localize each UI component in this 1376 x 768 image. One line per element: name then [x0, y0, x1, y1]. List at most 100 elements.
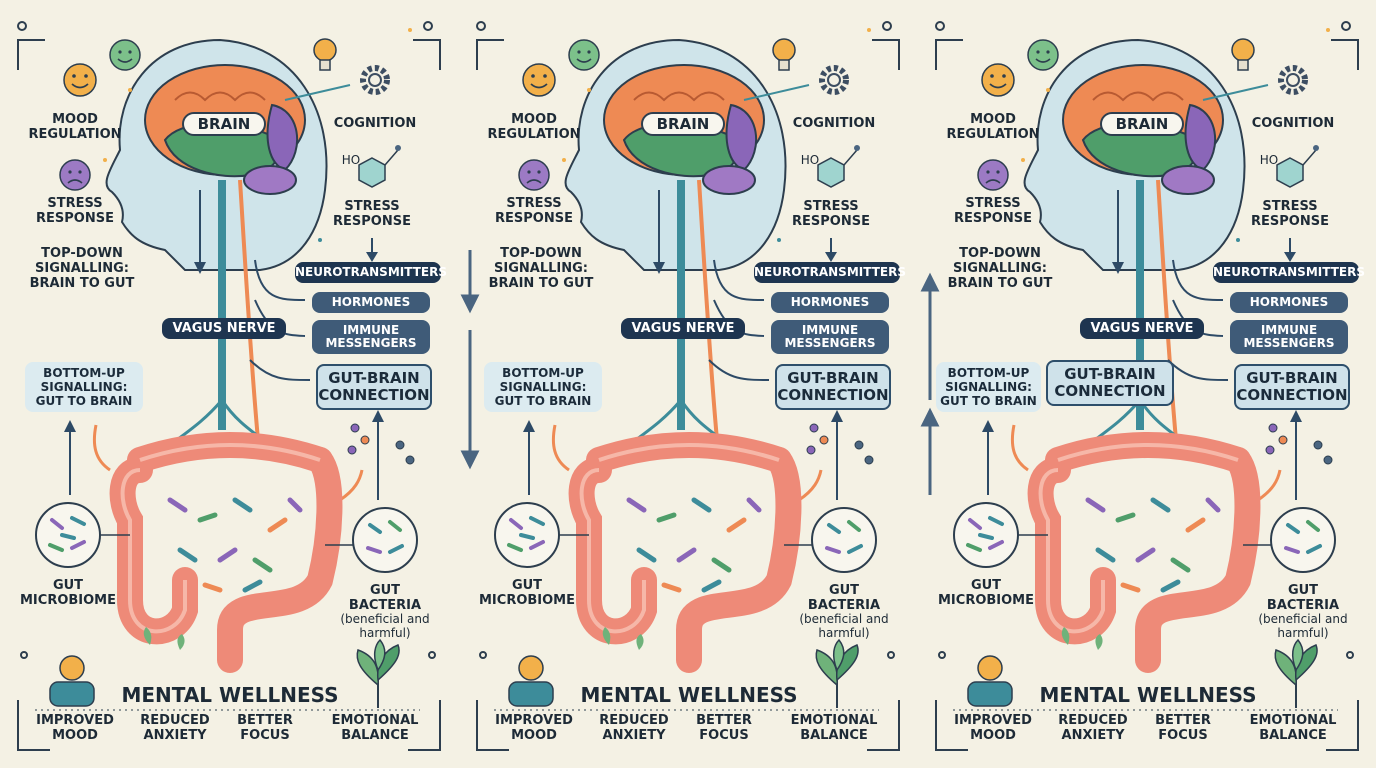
- gut-brain-connection-box: GUT-BRAIN CONNECTION: [775, 364, 891, 410]
- happy-face-icon: [522, 63, 556, 97]
- lightbulb-icon: [1231, 38, 1255, 71]
- top-down-label: TOP-DOWN SIGNALLING: BRAIN TO GUT: [488, 246, 594, 291]
- vagus-nerve-box: VAGUS NERVE: [621, 318, 745, 339]
- mood-regulation-label: MOOD REGULATION: [487, 112, 581, 142]
- stress-response-left-label: STRESS RESPONSE: [954, 196, 1032, 226]
- gut-microbiome-label: GUT MICROBIOME: [938, 578, 1034, 608]
- hormones-box: HORMONES: [312, 292, 430, 313]
- immune-messengers-box: IMMUNE MESSENGERS: [771, 320, 889, 354]
- intestine-illustration: [109, 432, 343, 673]
- better-focus-label: BETTER FOCUS: [237, 713, 293, 743]
- chat-smile-icon: [109, 39, 141, 71]
- lightbulb-icon: [772, 38, 796, 71]
- brain-label: BRAIN: [182, 112, 266, 136]
- reduced-anxiety-label: REDUCED ANXIETY: [1058, 713, 1128, 743]
- bottom-up-box: BOTTOM-UP SIGNALLING: GUT TO BRAIN: [25, 362, 143, 412]
- mental-wellness-title: MENTAL WELLNESS: [121, 683, 339, 707]
- mood-regulation-label: MOOD REGULATION: [946, 112, 1040, 142]
- molecule-icon: [358, 145, 401, 188]
- gut-bacteria-label: GUT BACTERIA: [1266, 583, 1340, 613]
- plant-icon: [815, 638, 859, 708]
- chat-smile-icon: [1027, 39, 1059, 71]
- cognition-label: COGNITION: [792, 116, 876, 131]
- stress-response-left-label: STRESS RESPONSE: [495, 196, 573, 226]
- brain-label: BRAIN: [1100, 112, 1184, 136]
- neurotransmitters-box: NEUROTRANSMITTERS: [754, 262, 906, 283]
- brain-label: BRAIN: [641, 112, 725, 136]
- cognition-label: COGNITION: [1251, 116, 1335, 131]
- panel-illustration: [935, 21, 1359, 751]
- intestine-illustration: [568, 432, 802, 673]
- immune-messengers-box: IMMUNE MESSENGERS: [312, 320, 430, 354]
- neurotransmitters-box: NEUROTRANSMITTERS: [295, 262, 447, 283]
- reduced-anxiety-label: REDUCED ANXIETY: [140, 713, 210, 743]
- reduced-anxiety-label: REDUCED ANXIETY: [599, 713, 669, 743]
- molecule-icon: [1276, 145, 1319, 188]
- top-down-label: TOP-DOWN SIGNALLING: BRAIN TO GUT: [29, 246, 135, 291]
- mood-regulation-label: MOOD REGULATION: [28, 112, 122, 142]
- emotional-balance-label: EMOTIONAL BALANCE: [790, 713, 878, 743]
- bottom-up-box: BOTTOM-UP SIGNALLING: GUT TO BRAIN: [484, 362, 602, 412]
- stress-response-left-label: STRESS RESPONSE: [36, 196, 114, 226]
- gut-bacteria-note: (beneficial and harmful): [340, 612, 430, 640]
- gut-brain-connection-box: GUT-BRAIN CONNECTION: [316, 364, 432, 410]
- stress-response-right-label: STRESS RESPONSE: [1251, 199, 1329, 229]
- plant-icon: [356, 638, 400, 708]
- stressed-face-icon: [977, 159, 1009, 191]
- person-icon: [508, 655, 554, 707]
- stress-response-right-label: STRESS RESPONSE: [792, 199, 870, 229]
- frame-corner: [476, 39, 504, 70]
- person-icon: [967, 655, 1013, 707]
- molecule-cluster-icon: [806, 423, 874, 465]
- top-down-label: TOP-DOWN SIGNALLING: BRAIN TO GUT: [947, 246, 1053, 291]
- sparkle-icon: [1021, 28, 1330, 242]
- better-focus-label: BETTER FOCUS: [1155, 713, 1211, 743]
- gut-microbiome-label: GUT MICROBIOME: [479, 578, 575, 608]
- vagus-nerve-box: VAGUS NERVE: [1080, 318, 1204, 339]
- gut-bacteria-circle: [352, 507, 418, 573]
- sprout-icon: [143, 627, 185, 650]
- emotional-balance-label: EMOTIONAL BALANCE: [331, 713, 419, 743]
- gut-bacteria-note: (beneficial and harmful): [1258, 612, 1348, 640]
- cognition-label: COGNITION: [333, 116, 417, 131]
- frame-corner: [935, 39, 963, 70]
- mental-wellness-title: MENTAL WELLNESS: [1039, 683, 1257, 707]
- gut-brain-panel-3: BRAIN COGNITION MOOD REGULATION HO STRES…: [918, 0, 1376, 768]
- vagus-nerve-box: VAGUS NERVE: [162, 318, 286, 339]
- improved-mood-label: IMPROVED MOOD: [36, 713, 114, 743]
- emotional-balance-label: EMOTIONAL BALANCE: [1249, 713, 1337, 743]
- panel-illustration: [17, 21, 441, 751]
- molecule-cluster-icon: [1265, 423, 1333, 465]
- molecule-label: HO: [1259, 153, 1279, 167]
- gut-bacteria-note: (beneficial and harmful): [799, 612, 889, 640]
- gut-bacteria-circle: [1270, 507, 1336, 573]
- bottom-up-box: BOTTOM-UP SIGNALLING: GUT TO BRAIN: [936, 362, 1041, 412]
- molecule-label: HO: [341, 153, 361, 167]
- sparkle-icon: [103, 28, 412, 242]
- intestine-illustration: [1027, 432, 1261, 673]
- gut-brain-connection-center-box: GUT-BRAIN CONNECTION: [1046, 360, 1174, 406]
- sprout-icon: [1061, 627, 1103, 650]
- molecule-label: HO: [800, 153, 820, 167]
- mental-wellness-title: MENTAL WELLNESS: [580, 683, 798, 707]
- chat-smile-icon: [568, 39, 600, 71]
- hormones-box: HORMONES: [771, 292, 889, 313]
- hormones-box: HORMONES: [1230, 292, 1348, 313]
- sparkle-icon: [562, 28, 871, 242]
- gear-icon: [819, 65, 849, 95]
- better-focus-label: BETTER FOCUS: [696, 713, 752, 743]
- gut-brain-panel-1: BRAIN COGNITION MOOD REGULATION HO STRES…: [0, 0, 458, 768]
- gut-bacteria-label: GUT BACTERIA: [807, 583, 881, 613]
- happy-face-icon: [63, 63, 97, 97]
- lightbulb-icon: [313, 38, 337, 71]
- gut-brain-connection-box: GUT-BRAIN CONNECTION: [1234, 364, 1350, 410]
- molecule-cluster-icon: [347, 423, 415, 465]
- gut-bacteria-circle: [811, 507, 877, 573]
- molecule-icon: [817, 145, 860, 188]
- immune-messengers-box: IMMUNE MESSENGERS: [1230, 320, 1348, 354]
- stress-response-right-label: STRESS RESPONSE: [333, 199, 411, 229]
- plant-icon: [1274, 638, 1318, 708]
- person-icon: [49, 655, 95, 707]
- improved-mood-label: IMPROVED MOOD: [954, 713, 1032, 743]
